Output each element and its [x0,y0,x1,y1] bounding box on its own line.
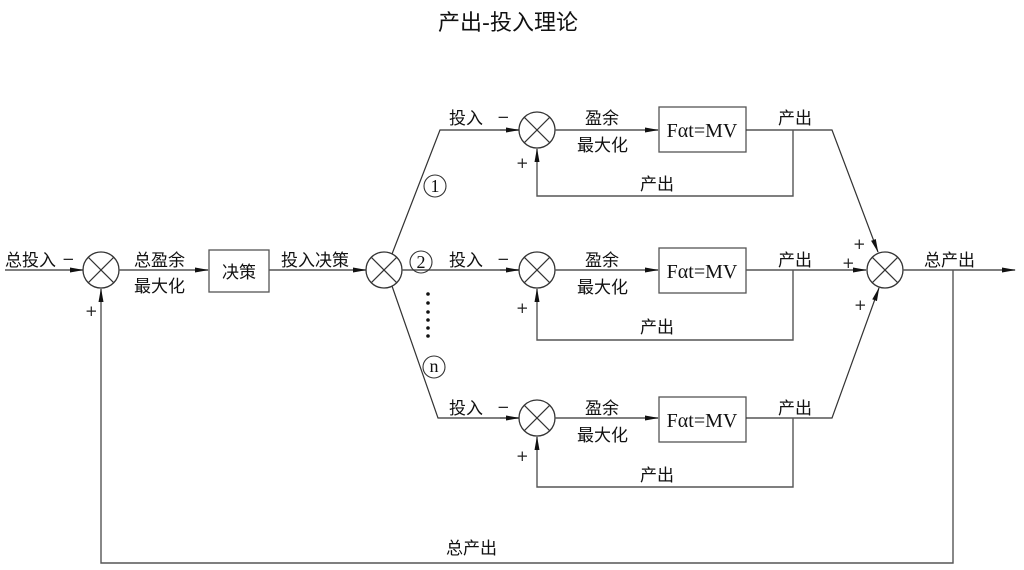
branch-n-input-sign: − [497,398,510,416]
total-surplus-label-line1: 总盈余 [134,251,185,271]
branch-2: 投入 − + 盈余 最大化 Fαt=MV 产出 产出 [449,247,867,341]
branch-1: 投入 − + 盈余 最大化 Fαt=MV 产出 产出 [449,106,879,253]
branch-1-feedback-sign: + [516,154,529,172]
main-feedback-label: 总产出 [446,539,497,559]
branch-2-feedback-label: 产出 [640,318,674,338]
branch-2-input-label: 投入 [449,251,483,271]
diagram-title: 产出-投入理论 [438,11,578,36]
branch-1-feedback-label: 产出 [640,175,674,195]
sum-sign-mid: + [842,254,855,272]
total-surplus-label-line2: 最大化 [134,277,185,297]
decision-box-label: 决策 [222,263,256,283]
branch-n-summing-junction [518,399,556,437]
branch-n-input-label: 投入 [449,399,483,419]
branch-2-summing-junction [518,251,556,289]
main-summing-junction [82,251,120,289]
branch-n-function-box [658,396,747,443]
main-feedback-line [98,270,954,564]
ellipsis-dots [426,292,430,338]
svg-text:n: n [430,356,439,376]
branch-2-marker: 2 [409,250,433,274]
branch-2-input-sign: − [497,250,510,268]
branch-1-marker: 1 [423,174,447,198]
sum-sign-bottom: + [854,296,867,314]
svg-text:2: 2 [417,252,426,272]
total-input-label: 总投入 [5,251,56,271]
branch-n-surplus-line1: 盈余 [585,399,619,419]
branch-2-output-label: 产出 [778,251,812,271]
branch-n-feedback-sign: + [516,447,529,465]
decision-output-label: 投入决策 [281,251,349,271]
output-summing-junction [866,251,904,289]
branch-n-surplus-line2: 最大化 [577,426,628,446]
branch-n-marker: n [422,355,446,379]
branch-n-output-label: 产出 [778,399,812,419]
branch-2-feedback-sign: + [516,299,529,317]
branch-1-surplus-line2: 最大化 [577,136,628,156]
branch-n-input-line [391,285,519,419]
branch-2-function-box [658,247,747,294]
branch-n: 投入 − + 盈余 最大化 Fαt=MV 产出 产出 [449,287,880,488]
total-input-sign: − [62,250,75,268]
branch-1-input-label: 投入 [449,109,483,129]
decision-box [208,249,270,293]
sum-sign-top: + [853,235,866,253]
main-feedback-sign: + [85,302,98,320]
branch-2-surplus-line2: 最大化 [577,278,628,298]
branch-1-input-line [391,129,519,255]
branch-n-feedback-label: 产出 [640,466,674,486]
branch-1-input-sign: − [497,108,510,126]
total-output-label: 总产出 [924,251,975,271]
branch-1-surplus-line1: 盈余 [585,109,619,129]
branch-n-function-label: Fαt=MV [667,410,738,432]
branch-2-surplus-line1: 盈余 [585,251,619,271]
branch-1-summing-junction [518,111,556,149]
splitter-junction [365,251,403,289]
branch-2-function-label: Fαt=MV [667,261,738,283]
branch-1-function-label: Fαt=MV [667,120,738,142]
svg-text:1: 1 [431,176,440,196]
branch-1-output-label: 产出 [778,109,812,129]
